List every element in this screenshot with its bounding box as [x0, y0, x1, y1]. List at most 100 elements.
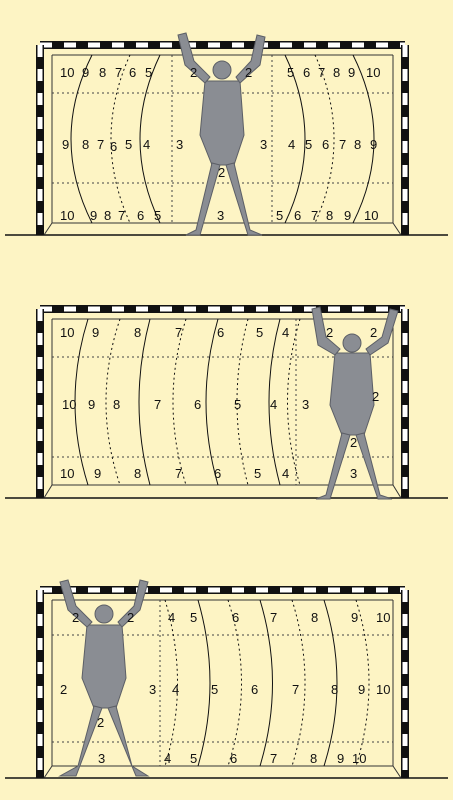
- zone-label: 7: [97, 137, 104, 152]
- zone-label: 2: [370, 325, 377, 340]
- zone-label: 2: [245, 65, 252, 80]
- zone-label: 10: [60, 208, 74, 223]
- zone-label: 7: [175, 325, 182, 340]
- zone-label: 5: [254, 466, 261, 481]
- zone-label: 7: [270, 751, 277, 766]
- zone-label: 9: [90, 208, 97, 223]
- zone-label: 7: [115, 65, 122, 80]
- zone-label: 2: [350, 435, 357, 450]
- zone-label: 8: [113, 397, 120, 412]
- zone-label: 7: [318, 65, 325, 80]
- zone-label: 7: [339, 137, 346, 152]
- zone-label: 9: [344, 208, 351, 223]
- zone-label: 4: [282, 466, 289, 481]
- zone-label: 3: [176, 137, 183, 152]
- zone-label: 7: [175, 466, 182, 481]
- zone-label: 10: [352, 751, 366, 766]
- zone-label: 4: [168, 610, 175, 625]
- zone-label: 5: [234, 397, 241, 412]
- goal-diagram-keeper-right: 10 9 8 7 6 5 4 2 2 10 9 8 7 6 5 4 3 2 2 …: [0, 285, 453, 485]
- zone-label: 7: [311, 208, 318, 223]
- zone-label: 4: [143, 137, 150, 152]
- zone-label: 7: [154, 397, 161, 412]
- zone-label: 5: [190, 751, 197, 766]
- zone-label: 2: [372, 389, 379, 404]
- zone-label: 10: [60, 466, 74, 481]
- zone-label: 9: [94, 466, 101, 481]
- goal-diagram-keeper-center: 10 9 8 7 6 5 2 2 5 6 7 8 9 10 9 8 7 6 5 …: [0, 25, 453, 225]
- zone-label: 6: [322, 137, 329, 152]
- zone-label: 6: [217, 325, 224, 340]
- zone-label: 10: [60, 65, 74, 80]
- zone-label: 10: [364, 208, 378, 223]
- zone-label: 8: [311, 610, 318, 625]
- zone-label: 3: [149, 682, 156, 697]
- zone-label: 7: [292, 682, 299, 697]
- zone-label: 8: [104, 208, 111, 223]
- zone-label: 5: [190, 610, 197, 625]
- zone-label: 6: [110, 139, 117, 154]
- goalkeeper-figure: [178, 33, 265, 235]
- zone-label: 9: [88, 397, 95, 412]
- zone-label: 4: [172, 682, 179, 697]
- zone-label: 8: [99, 65, 106, 80]
- zone-label: 8: [82, 137, 89, 152]
- zone-label: 5: [305, 137, 312, 152]
- zone-label: 5: [125, 137, 132, 152]
- zone-label: 6: [251, 682, 258, 697]
- zone-label: 5: [154, 208, 161, 223]
- zone-label: 2: [190, 65, 197, 80]
- zone-label: 9: [92, 325, 99, 340]
- zone-label: 2: [72, 610, 79, 625]
- zone-label: 7: [270, 610, 277, 625]
- zone-label: 2: [127, 610, 134, 625]
- zone-label: 10: [60, 325, 74, 340]
- zone-label: 2: [218, 165, 225, 180]
- zone-label: 6: [294, 208, 301, 223]
- zone-label: 5: [276, 208, 283, 223]
- zone-label: 3: [350, 466, 357, 481]
- zone-label: 9: [370, 137, 377, 152]
- zone-label: 8: [134, 325, 141, 340]
- zone-label: 10: [62, 397, 76, 412]
- distance-arcs: [75, 319, 300, 485]
- zone-label: 9: [62, 137, 69, 152]
- zone-label: 8: [331, 682, 338, 697]
- zone-label: 8: [333, 65, 340, 80]
- zone-label: 3: [302, 397, 309, 412]
- zone-label: 8: [326, 208, 333, 223]
- zone-label: 8: [134, 466, 141, 481]
- zone-label: 6: [214, 466, 221, 481]
- zone-label: 10: [366, 65, 380, 80]
- zone-label: 10: [376, 610, 390, 625]
- zone-label: 5: [287, 65, 294, 80]
- zone-label: 4: [288, 137, 295, 152]
- zone-label: 10: [376, 682, 390, 697]
- zone-label: 6: [129, 65, 136, 80]
- zone-label: 2: [60, 682, 67, 697]
- zone-label: 3: [217, 208, 224, 223]
- zone-label: 6: [232, 610, 239, 625]
- zone-label: 3: [98, 751, 105, 766]
- zone-label: 8: [310, 751, 317, 766]
- zone-label: 4: [270, 397, 277, 412]
- zone-label: 7: [118, 208, 125, 223]
- zone-label: 9: [348, 65, 355, 80]
- zone-label: 9: [358, 682, 365, 697]
- zone-label: 6: [230, 751, 237, 766]
- zone-label: 5: [211, 682, 218, 697]
- zone-label: 9: [337, 751, 344, 766]
- zone-label: 8: [354, 137, 361, 152]
- zone-label: 9: [82, 65, 89, 80]
- zone-label: 4: [282, 325, 289, 340]
- zone-label: 5: [256, 325, 263, 340]
- zone-label: 6: [303, 65, 310, 80]
- zone-label: 2: [97, 715, 104, 730]
- zone-label: 4: [164, 751, 171, 766]
- zone-label: 2: [326, 325, 333, 340]
- zone-label: 6: [137, 208, 144, 223]
- zone-label: 9: [351, 610, 358, 625]
- zone-label: 5: [145, 65, 152, 80]
- zone-label: 3: [260, 137, 267, 152]
- zone-label: 6: [194, 397, 201, 412]
